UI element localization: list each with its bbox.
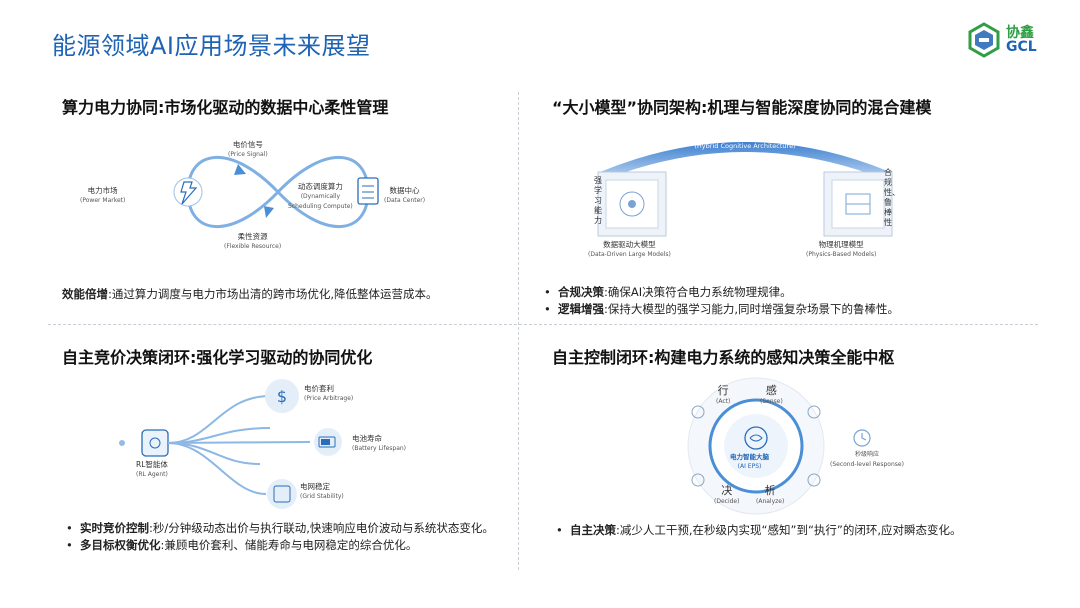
q2-bullets: 合规决策:确保AI决策符合电力系统物理规律。 逻辑增强:保持大模型的强学习能力,… — [540, 284, 1020, 318]
list-item: 多目标权衡优化:兼顾电价套利、储能寿命与电网稳定的综合优化。 — [62, 537, 512, 554]
sensor-icon — [807, 405, 821, 419]
q1-summary: 效能倍增:通过算力调度与电力市场出清的跨市场优化,降低整体运营成本。 — [62, 287, 438, 301]
q1-title: 算力电力协同:市场化驱动的数据中心柔性管理 — [62, 98, 389, 117]
q3-bullets: 实时竞价控制:秒/分钟级动态出价与执行联动,快速响应电价波动与系统状态变化。 多… — [62, 520, 512, 554]
clock-icon — [853, 429, 871, 447]
rl-agent-icon — [141, 429, 169, 457]
list-item: 逻辑增强:保持大模型的强学习能力,同时增强复杂场景下的鲁棒性。 — [540, 301, 1020, 318]
horizontal-divider — [48, 324, 1038, 325]
robot-arm-icon — [691, 405, 705, 419]
company-logo: 协鑫 GCL — [966, 20, 1046, 60]
grid-stability-icon — [267, 479, 297, 509]
analyze-label: 析(Analyze) — [756, 484, 785, 505]
decide-label: 决(Decide) — [714, 484, 740, 505]
list-item: 实时竞价控制:秒/分钟级动态出价与执行联动,快速响应电价波动与系统状态变化。 — [62, 520, 512, 537]
q2-title: “大小模型”协同架构:机理与智能深度协同的混合建模 — [552, 98, 932, 117]
q4-title: 自主控制闭环:构建电力系统的感知决策全能中枢 — [552, 348, 895, 367]
data-center-label: 数据中心(Data Center) — [384, 186, 426, 204]
ai-brain-icon — [744, 426, 768, 450]
data-driven-model-label: 数据驱动大模型(Data-Driven Large Models) — [588, 240, 671, 258]
svg-text:$: $ — [277, 387, 287, 406]
price-arbitrage-label: 电价套利(Price Arbitrage) — [304, 384, 354, 402]
arrow-icon-bottom — [264, 206, 274, 218]
price-signal-label: 电价信号(Price Signal) — [228, 140, 268, 158]
neural-net-icon — [619, 191, 645, 217]
server-icon — [357, 177, 379, 205]
right-pillar — [823, 171, 893, 237]
left-pillar — [597, 171, 667, 237]
closed-loop-diagram — [687, 377, 825, 515]
flexible-resource-label: 柔性资源(Flexible Resource) — [224, 232, 282, 250]
rl-agent-label: RL智能体(RL Agent) — [136, 460, 168, 478]
arch-label: 混合建模认知架构(Hybrid Cognitive Architecture) — [694, 131, 796, 150]
left-side-label: 强学习能力 — [594, 176, 602, 225]
grid-stability-label: 电网稳定(Grid Stability) — [300, 482, 344, 500]
logo-text-en: GCL — [1006, 39, 1037, 55]
center-brain-label: 电力智能大脑(AI EPS) — [730, 453, 769, 470]
slide-title: 能源领域AI应用场景未来展望 — [52, 32, 371, 60]
power-tower-icon — [180, 181, 198, 205]
q3-title: 自主竞价决策闭环:强化学习驱动的协同优化 — [62, 348, 373, 367]
list-item: 自主决策:减少人工干预,在秒级内实现“感知”到“执行”的闭环,应对瞬态变化。 — [552, 522, 1012, 539]
physics-model-label: 物理机理模型(Physics-Based Models) — [806, 240, 877, 258]
analyze-icon — [807, 473, 821, 487]
vertical-divider — [518, 92, 519, 570]
price-arbitrage-icon — [265, 379, 299, 413]
rl-agent-diagram: $ — [119, 379, 342, 509]
gcl-logo-icon — [968, 22, 1000, 58]
power-market-label: 电力市场(Power Market) — [80, 186, 126, 204]
hybrid-arch-diagram — [597, 142, 893, 237]
q4-bullets: 自主决策:减少人工干预,在秒级内实现“感知”到“执行”的闭环,应对瞬态变化。 — [552, 522, 1012, 539]
right-side-label: 合规性、鲁棒性 — [884, 168, 900, 227]
list-item: 合规决策:确保AI决策符合电力系统物理规律。 — [540, 284, 1020, 301]
act-label: 行(Act) — [716, 384, 731, 405]
sense-label: 感(Sense) — [760, 384, 783, 405]
battery-lifespan-label: 电池寿命(Battery Lifespan) — [352, 434, 407, 452]
arrow-icon-top — [234, 164, 246, 175]
decision-icon — [691, 473, 705, 487]
logo-text-cn: 协鑫 — [1006, 25, 1034, 41]
second-response-label: 秒级响应(Second-level Response) — [830, 451, 904, 468]
infinity-diagram — [173, 155, 379, 229]
